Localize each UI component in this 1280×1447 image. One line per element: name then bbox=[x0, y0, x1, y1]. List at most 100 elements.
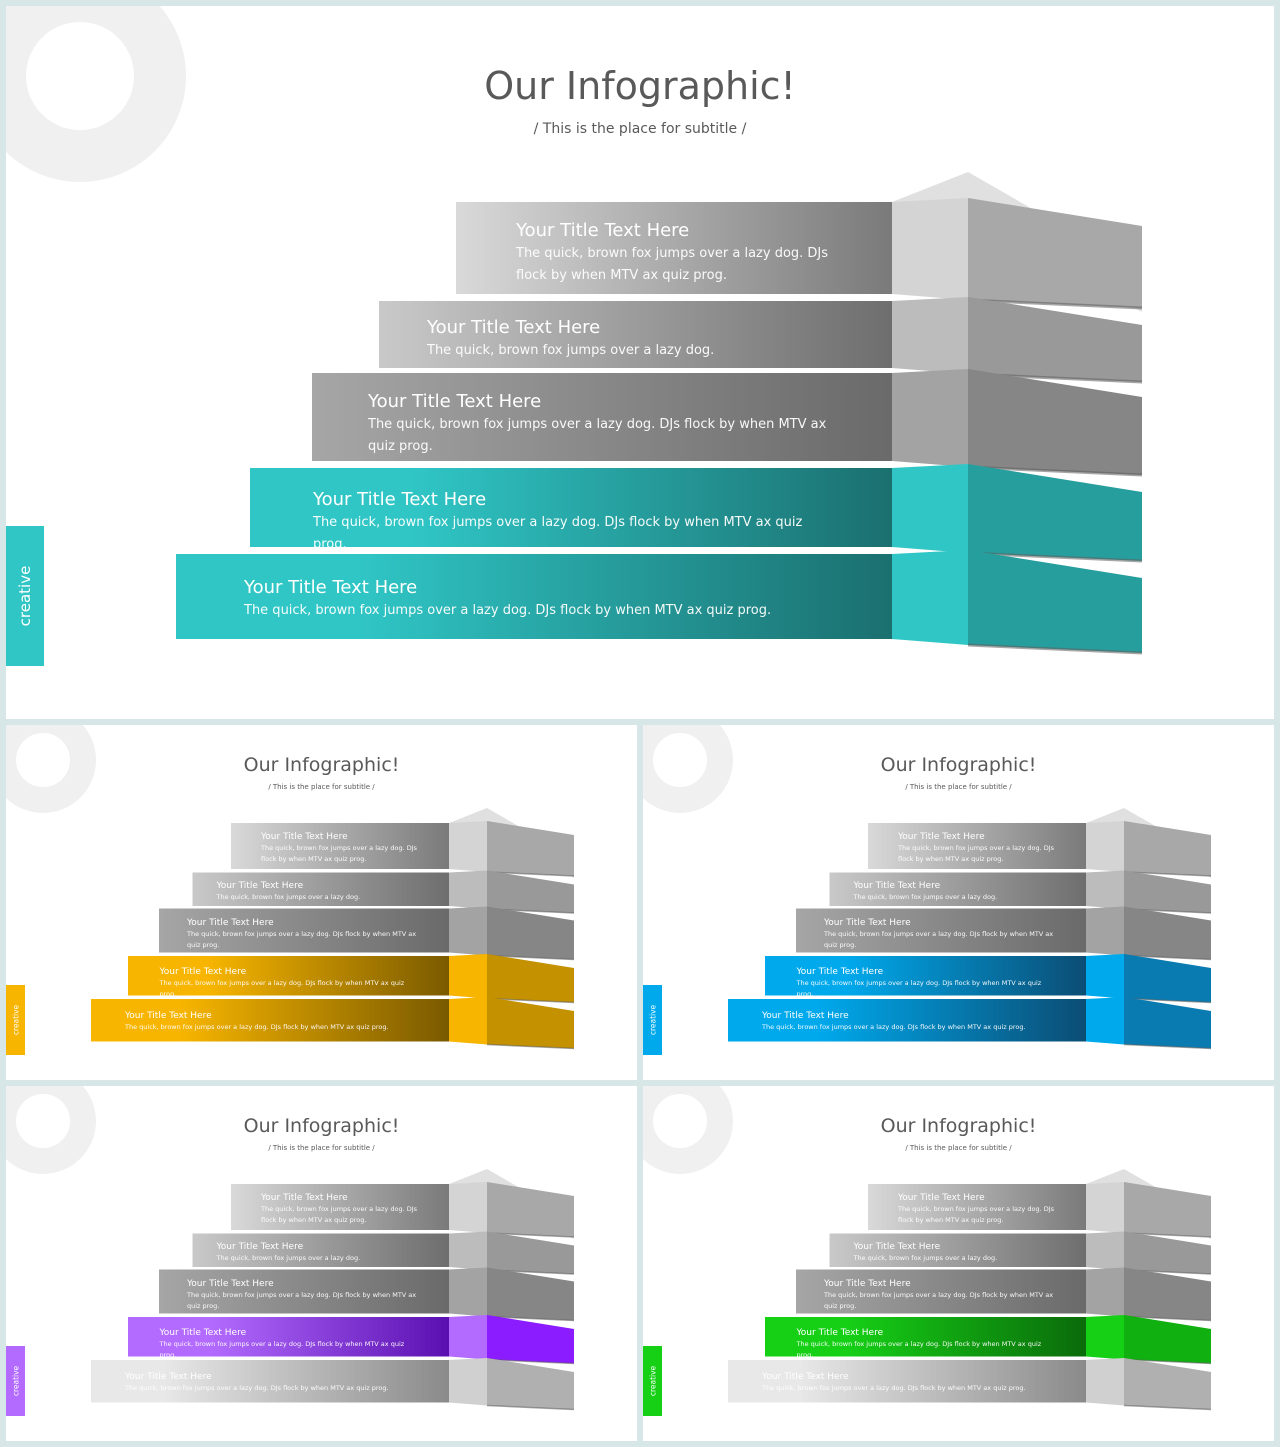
slide-green: Our Infographic! / This is the place for … bbox=[643, 1086, 1274, 1441]
item-description: The quick, brown fox jumps over a lazy d… bbox=[261, 1205, 418, 1224]
stair-bar-front bbox=[159, 1269, 449, 1314]
stair-bar-side bbox=[449, 997, 487, 1045]
item-title: Your Title Text Here bbox=[216, 1241, 304, 1252]
stair-bar-side bbox=[1086, 954, 1124, 999]
stair-bar-side-back bbox=[487, 954, 574, 1003]
item-title: Your Title Text Here bbox=[898, 1193, 985, 1203]
stair-bar-side bbox=[892, 198, 968, 300]
stair-bar-side-back bbox=[487, 1358, 574, 1410]
item-title: Your Title Text Here bbox=[125, 1010, 212, 1021]
item-description: The quick, brown fox jumps over a lazy d… bbox=[313, 515, 803, 552]
item-title: Your Title Text Here bbox=[187, 1278, 274, 1289]
decorative-ring bbox=[643, 1086, 733, 1174]
slide-title: Our Infographic! bbox=[484, 64, 796, 108]
item-title: Your Title Text Here bbox=[368, 391, 542, 412]
stair-bar-side bbox=[1086, 821, 1124, 872]
stair-bar-side-back bbox=[1124, 954, 1211, 1003]
stair-bar-side-back bbox=[487, 1315, 574, 1364]
side-tab: creative bbox=[6, 1346, 25, 1416]
stair-bar-side bbox=[449, 821, 487, 872]
decorative-ring bbox=[643, 725, 733, 813]
item-description: The quick, brown fox jumps over a lazy d… bbox=[853, 1253, 998, 1262]
item-title: Your Title Text Here bbox=[796, 1327, 884, 1338]
slide-title: Our Infographic! bbox=[880, 754, 1037, 776]
slide-subtitle: / This is the place for subtitle / bbox=[268, 782, 375, 791]
stair-bar-front bbox=[868, 1184, 1086, 1230]
item-description: The quick, brown fox jumps over a lazy d… bbox=[824, 929, 1054, 949]
item-description: The quick, brown fox jumps over a lazy d… bbox=[796, 1339, 1042, 1359]
decorative-ring bbox=[6, 6, 186, 182]
item-title: Your Title Text Here bbox=[853, 1241, 941, 1252]
item-description: The quick, brown fox jumps over a lazy d… bbox=[824, 1290, 1054, 1310]
stair-bar-side-back bbox=[487, 906, 574, 960]
stair-bars bbox=[91, 808, 575, 1050]
stair-bar-side-back bbox=[1124, 906, 1211, 960]
stair-bar-side bbox=[1086, 1182, 1124, 1233]
stair-bar-front bbox=[192, 872, 449, 906]
stair-bar-side-back bbox=[968, 198, 1142, 308]
stair-bar-side-back bbox=[1124, 1315, 1211, 1364]
stair-bar-front bbox=[192, 1233, 449, 1267]
stair-bar-side bbox=[1086, 1267, 1124, 1317]
item-title: Your Title Text Here bbox=[261, 1193, 348, 1203]
stair-bar-side-back bbox=[1124, 1358, 1211, 1410]
item-description: The quick, brown fox jumps over a lazy d… bbox=[796, 978, 1042, 998]
stair-bar-side-back bbox=[487, 870, 574, 913]
item-description: The quick, brown fox jumps over a lazy d… bbox=[516, 246, 829, 283]
stair-bar-front bbox=[829, 872, 1086, 906]
stair-bar-side bbox=[449, 1267, 487, 1317]
slide-purple: Our Infographic!/ This is the place for … bbox=[6, 1086, 637, 1441]
item-title: Your Title Text Here bbox=[159, 1327, 247, 1338]
stair-bar-side-back bbox=[968, 464, 1142, 561]
stair-bar-front bbox=[176, 554, 892, 639]
stair-bar-side-back bbox=[1124, 870, 1211, 913]
item-description: The quick, brown fox jumps over a lazy d… bbox=[261, 844, 418, 863]
item-description: The quick, brown fox jumps over a lazy d… bbox=[125, 1022, 389, 1031]
item-description: The quick, brown fox jumps over a lazy d… bbox=[762, 1383, 1026, 1392]
item-title: Your Title Text Here bbox=[762, 1010, 849, 1021]
stair-bars bbox=[728, 808, 1212, 1050]
stair-bar-front bbox=[765, 956, 1086, 996]
stair-bar-front bbox=[796, 908, 1086, 953]
item-title: Your Title Text Here bbox=[427, 317, 601, 338]
item-title: Your Title Text Here bbox=[853, 880, 941, 891]
stair-bar-side bbox=[449, 954, 487, 999]
stair-bar-side bbox=[449, 1315, 487, 1360]
stair-bar-side-back bbox=[487, 997, 574, 1049]
item-title: Your Title Text Here bbox=[216, 880, 304, 891]
slide-title: Our Infographic! bbox=[880, 1115, 1037, 1137]
slide-subtitle: / This is the place for subtitle / bbox=[905, 1143, 1012, 1152]
stair-bar-side bbox=[449, 1358, 487, 1406]
stair-bar-side bbox=[1086, 1358, 1124, 1406]
slide-subtitle: / This is the place for subtitle / bbox=[905, 782, 1012, 791]
stair-bar-front bbox=[231, 823, 449, 869]
decorative-ring bbox=[6, 1086, 96, 1174]
stair-bar-side-back bbox=[1124, 1182, 1211, 1237]
stair-bar-front bbox=[868, 823, 1086, 869]
stair-bar-side bbox=[892, 550, 968, 645]
stair-bar-side bbox=[1086, 1315, 1124, 1360]
item-description: The quick, brown fox jumps over a lazy d… bbox=[898, 844, 1055, 863]
stair-bar-side bbox=[892, 369, 968, 467]
item-title: Your Title Text Here bbox=[516, 220, 690, 241]
side-tab: creative bbox=[643, 985, 662, 1055]
stair-bar-side bbox=[892, 297, 968, 374]
stair-bar-front bbox=[91, 999, 449, 1042]
item-description: The quick, brown fox jumps over a lazy d… bbox=[898, 1205, 1055, 1224]
slide-title: Our Infographic! bbox=[243, 754, 400, 776]
